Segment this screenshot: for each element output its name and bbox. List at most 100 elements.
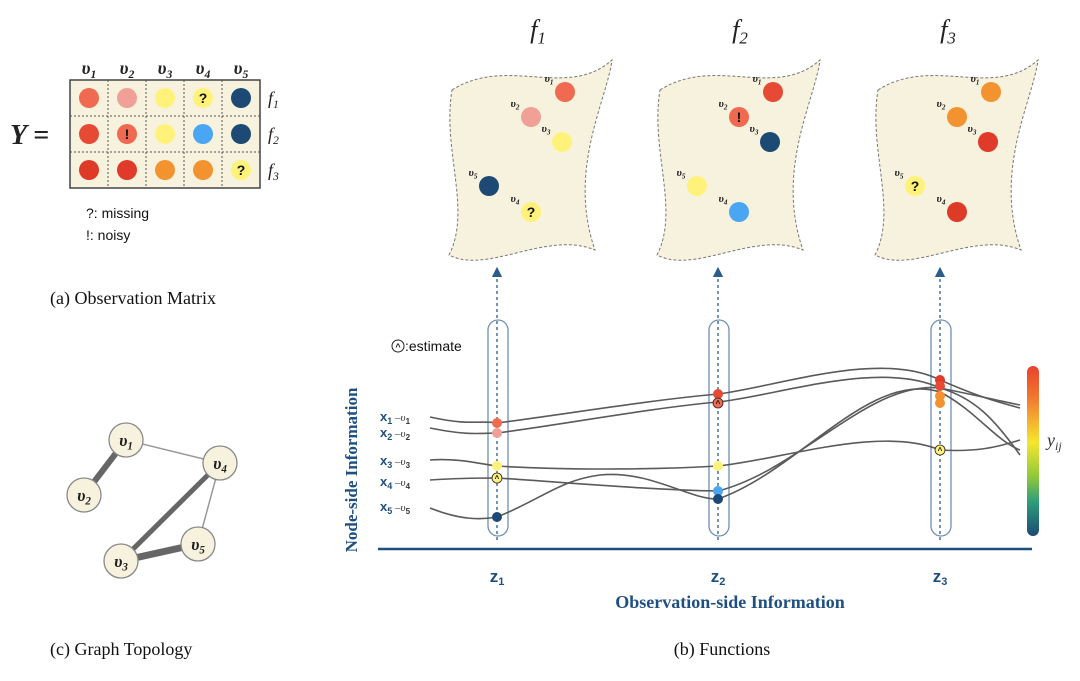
sheet-point-label: υ4 [719, 193, 728, 206]
sheet-point-label: υ1 [971, 73, 980, 86]
matrix-cell-dot [117, 160, 137, 180]
sheet-point [760, 132, 780, 152]
sheet-point-label: υ2 [719, 98, 728, 111]
caption-b: (b) Functions [674, 639, 771, 660]
colorbar-label: yij [1045, 430, 1062, 453]
node-row-label-5: x5 –υ5 [380, 499, 411, 516]
col-header-1: υ1 [82, 58, 97, 81]
function-title-3: f3 [940, 15, 956, 48]
col-header-4: υ4 [196, 58, 211, 81]
sheet-point-label: υ4 [937, 193, 946, 206]
matrix-cell-dot [231, 88, 251, 108]
z-labels: z1 z2 z3 [490, 567, 948, 588]
col-header-2: υ2 [120, 58, 135, 81]
point-z3-v2 [935, 391, 945, 401]
point-z1-v1 [492, 418, 502, 428]
sheet-point [552, 132, 572, 152]
estimate-legend-icon [391, 339, 405, 353]
sheet-point-label: υ3 [968, 123, 977, 136]
function-title-2: f2 [732, 15, 748, 48]
z-label-1: z1 [490, 567, 505, 588]
graph-node-4 [202, 445, 238, 481]
x-axis-label: Observation-side Information [615, 592, 845, 612]
y-axis-label: Node-side Information [342, 387, 361, 552]
point-z2-v4 [713, 486, 723, 496]
sheet-point [763, 82, 783, 102]
estimate-hat-z3: ^ [938, 446, 943, 455]
matrix-cell-dot [117, 124, 137, 144]
sheet-point [981, 82, 1001, 102]
capsule-z2 [708, 319, 730, 537]
col-header-3: υ3 [158, 58, 173, 81]
matrix-cell-dot [117, 88, 137, 108]
matrix-cell-dot [155, 124, 175, 144]
sheet-point-label: υ3 [750, 123, 759, 136]
matrix-cell-dot [79, 88, 99, 108]
point-z1-v2 [492, 428, 502, 438]
point-z3-v5-estimate [934, 444, 946, 456]
sheet-point-label: υ2 [511, 98, 520, 111]
estimate-legend-text: :estimate [405, 338, 462, 354]
sheet-point [947, 202, 967, 222]
matrix-cell-dot [193, 124, 213, 144]
graph-node-label-2: υ2 [77, 486, 91, 508]
legend-noisy: !: noisy [86, 227, 130, 243]
missing-mark: ? [199, 90, 208, 106]
sheet-point [687, 176, 707, 196]
node-row-label-1: x1 –υ1 [380, 409, 411, 426]
missing-mark: ? [237, 162, 246, 178]
node-row-label-3: x3 –υ3 [380, 453, 411, 470]
matrix-cell-dot [193, 160, 213, 180]
point-z1-v3 [492, 461, 502, 471]
sheet-point-label: υ1 [753, 73, 762, 86]
matrix-cell-dot [155, 88, 175, 108]
graph-node-label-3: υ3 [114, 552, 128, 574]
sheet-point-label: υ4 [511, 193, 520, 206]
caption-c: (c) Graph Topology [50, 639, 192, 660]
capsule-z3 [930, 319, 952, 537]
matrix-grid [70, 80, 260, 188]
noisy-mark: ! [125, 126, 130, 142]
z-label-3: z3 [933, 567, 948, 588]
sheet-point [978, 132, 998, 152]
sheet-point [729, 107, 749, 127]
legend-missing: ?: missing [86, 205, 149, 221]
graph-node-2 [66, 477, 102, 513]
colorbar [1027, 366, 1039, 536]
z-label-2: z2 [711, 567, 726, 588]
sheet-point [905, 176, 925, 196]
sheet-point [521, 202, 541, 222]
sheet-point-label: υ5 [895, 167, 904, 180]
sheet-point-label: υ5 [469, 167, 478, 180]
point-z1-v5 [492, 512, 502, 522]
matrix-cell-dot [155, 160, 175, 180]
estimate-legend-hat: ^ [395, 342, 401, 352]
matrix-cell-dot [193, 88, 213, 108]
row-label-3: f3 [268, 160, 279, 183]
sheet-point [947, 107, 967, 127]
estimate-hat-z1: ^ [495, 474, 500, 483]
sheet-point-label: υ2 [937, 98, 946, 111]
point-z2-v1 [713, 389, 723, 399]
col-header-5: υ5 [234, 58, 249, 81]
row-label-1: f1 [268, 88, 279, 111]
function-points: ^ ^ ^ [491, 375, 946, 522]
point-z1-v4-estimate [491, 472, 503, 484]
graph-node-5 [180, 526, 216, 562]
matrix-label: Y = [10, 120, 49, 151]
graph-node-3 [103, 543, 139, 579]
point-z3-v3 [935, 381, 945, 391]
missing-mark: ? [527, 204, 536, 220]
sheet-surface [656, 58, 821, 261]
noisy-mark: ! [737, 109, 742, 125]
sheet-point [729, 202, 749, 222]
